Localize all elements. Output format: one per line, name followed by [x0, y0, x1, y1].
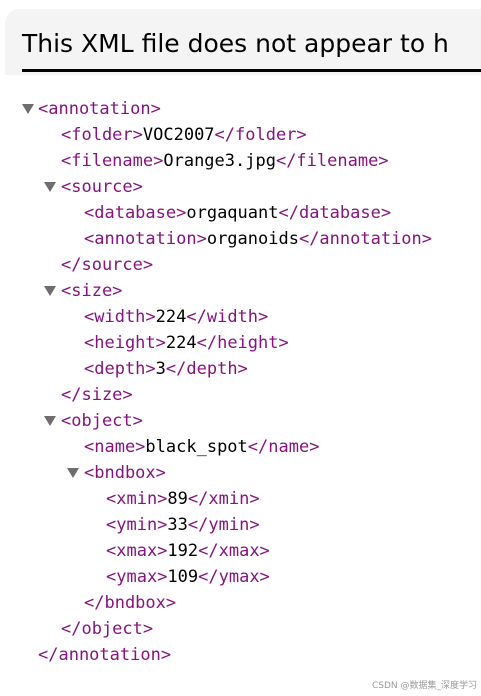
xml-line-object-close: </object> [61, 616, 153, 642]
xml-tag: </database> [278, 203, 392, 223]
xml-tag: </ymax> [198, 567, 270, 587]
xml-line-source-annotation: <annotation>organoids</annotation> [84, 226, 432, 252]
xml-tag: <height> [84, 333, 166, 353]
xml-line-depth: <depth>3</depth> [84, 356, 248, 382]
xml-value: 3 [155, 359, 166, 379]
xml-line-size-open: <size> [61, 278, 122, 304]
xml-tag: </name> [247, 437, 320, 457]
xml-line-database: <database>orgaquant</database> [84, 200, 391, 226]
xml-value: VOC2007 [142, 125, 215, 145]
xml-tag: <folder> [61, 125, 143, 145]
xml-tag: <depth> [84, 359, 156, 379]
xml-tag: </width> [186, 307, 269, 327]
xml-tag: </filename> [275, 151, 389, 171]
xml-line-xmax: <xmax>192</xmax> [106, 538, 270, 564]
collapse-source-icon[interactable] [44, 182, 56, 192]
xml-tag: <source> [61, 177, 143, 197]
xml-line-xmin: <xmin>89</xmin> [106, 486, 260, 512]
xml-tag: <name> [84, 437, 146, 457]
xml-tag: <bndbox> [84, 463, 166, 483]
xml-value: 33 [167, 515, 188, 535]
watermark-text: CSDN @数据集_深度学习 [371, 681, 477, 691]
xml-tag: </annotation> [298, 229, 433, 249]
xml-line-ymax: <ymax>109</ymax> [106, 564, 270, 590]
xml-line-bndbox-open: <bndbox> [84, 460, 166, 486]
xml-tag: </height> [196, 333, 289, 353]
xml-tag: <filename> [61, 151, 164, 171]
xml-tag: </size> [61, 385, 133, 405]
xml-value: 224 [165, 333, 197, 353]
xml-value: organoids [206, 229, 299, 249]
xml-tag: </object> [61, 619, 154, 639]
xml-tag: <ymin> [106, 515, 168, 535]
xml-value: 224 [155, 307, 187, 327]
xml-tag: <ymax> [106, 567, 168, 587]
xml-tag: <annotation> [84, 229, 207, 249]
collapse-size-icon[interactable] [44, 286, 56, 296]
xml-line-source-open: <source> [61, 174, 143, 200]
xml-tag: <database> [84, 203, 187, 223]
xml-tag: </bndbox> [84, 593, 177, 613]
xml-line-source-close: </source> [61, 252, 153, 278]
xml-tag: <width> [84, 307, 156, 327]
xml-line-object-open: <object> [61, 408, 143, 434]
xml-tag: <size> [61, 281, 123, 301]
xml-tag: </depth> [165, 359, 248, 379]
xml-tag: </annotation> [38, 645, 172, 665]
xml-line-width: <width>224</width> [84, 304, 268, 330]
xml-line-annotation-close: </annotation> [38, 642, 171, 668]
xml-info-banner: This XML file does not appear to h [5, 9, 481, 75]
xml-value: orgaquant [186, 203, 279, 223]
xml-value: Orange3.jpg [163, 151, 276, 171]
xml-tag: </folder> [214, 125, 307, 145]
xml-line-name: <name>black_spot</name> [84, 434, 319, 460]
xml-line-filename: <filename>Orange3.jpg</filename> [61, 148, 389, 174]
xml-line-ymin: <ymin>33</ymin> [106, 512, 260, 538]
xml-line-annotation-open: <annotation> [38, 96, 161, 122]
xml-tag: </xmax> [198, 541, 270, 561]
xml-line-bndbox-close: </bndbox> [84, 590, 176, 616]
xml-line-height: <height>224</height> [84, 330, 289, 356]
banner-title: This XML file does not appear to h [22, 29, 449, 58]
xml-tag: </xmin> [187, 489, 260, 509]
xml-value: 89 [167, 489, 188, 509]
xml-tag: </source> [61, 255, 154, 275]
collapse-bndbox-icon[interactable] [67, 468, 79, 478]
xml-line-size-close: </size> [61, 382, 133, 408]
collapse-object-icon[interactable] [44, 416, 56, 426]
xml-tag: <object> [61, 411, 143, 431]
xml-value: black_spot [145, 437, 248, 457]
xml-value: 109 [167, 567, 199, 587]
xml-value: 192 [167, 541, 199, 561]
xml-tag: <annotation> [38, 99, 161, 119]
xml-tag: </ymin> [187, 515, 260, 535]
banner-divider [22, 69, 481, 72]
xml-tag: <xmin> [106, 489, 168, 509]
collapse-annotation-icon[interactable] [22, 104, 34, 114]
xml-line-folder: <folder>VOC2007</folder> [61, 122, 307, 148]
xml-tag: <xmax> [106, 541, 168, 561]
